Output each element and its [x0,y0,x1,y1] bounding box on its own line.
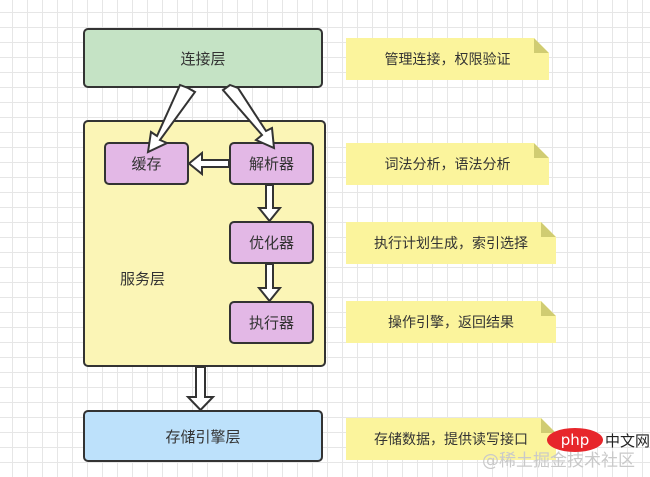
php-logo: php [547,428,603,452]
connection-layer: 连接层 [83,28,323,88]
note-connection: 管理连接，权限验证 [346,38,549,80]
executor-label: 执行器 [248,314,294,332]
connection-layer-label: 连接层 [180,49,226,68]
note-executor-text: 操作引擎，返回结果 [388,315,514,331]
optimizer-box: 优化器 [229,221,314,264]
note-optimizer-text: 执行计划生成，索引选择 [374,236,528,252]
cache-box: 缓存 [104,142,189,185]
storage-layer: 存储引擎层 [83,410,323,462]
note-storage: 存储数据，提供读写接口 [346,418,556,460]
community-watermark: @稀土掘金技术社区 [482,451,635,471]
parser-label: 解析器 [248,155,294,173]
arrow-parser-to-cache [187,150,230,177]
arrow-connection-to-parser [221,83,276,150]
service-layer-label: 服务层 [120,270,166,288]
arrow-parser-to-optimizer [256,184,283,223]
arrow-connection-to-cache [146,83,197,154]
cache-label: 缓存 [131,155,162,173]
note-storage-text: 存储数据，提供读写接口 [374,432,528,448]
arrow-optimizer-to-executor [256,263,283,303]
storage-layer-label: 存储引擎层 [165,427,241,446]
optimizer-label: 优化器 [248,234,294,252]
executor-box: 执行器 [229,301,314,344]
note-parser: 词法分析，语法分析 [346,143,549,185]
arrow-service-to-storage [185,366,216,412]
note-parser-text: 词法分析，语法分析 [384,157,511,173]
note-executor: 操作引擎，返回结果 [346,301,556,343]
php-site-label: 中文网 [605,432,650,450]
note-optimizer: 执行计划生成，索引选择 [346,222,556,264]
note-connection-text: 管理连接，权限验证 [384,52,511,68]
